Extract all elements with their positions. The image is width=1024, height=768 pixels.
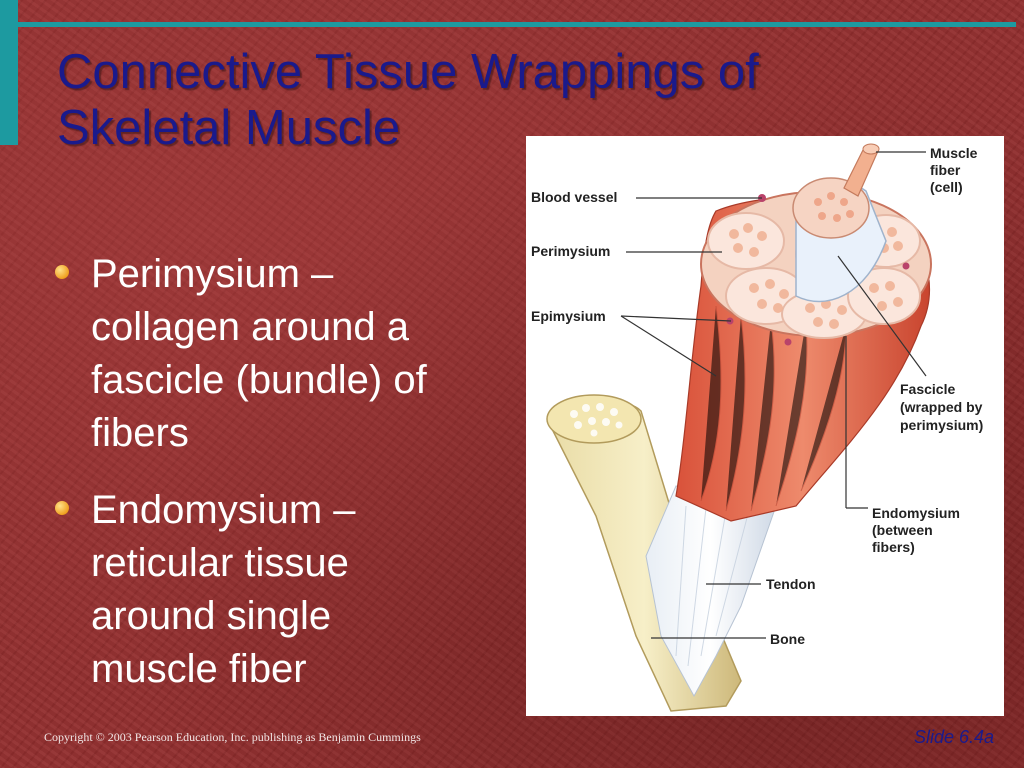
bullet-text: Endomysium – reticular tissue around sin… [91, 488, 356, 691]
label-endomysium-1: Endomysium [872, 505, 960, 521]
muscle-diagram: Muscle fiber (cell) Blood vessel Perimys… [531, 143, 983, 712]
bullet-text: Perimysium – collagen around a fascicle … [91, 252, 427, 455]
title-line-1: Connective Tissue Wrappings of [57, 45, 759, 99]
label-fascicle-2: (wrapped by [900, 399, 983, 415]
label-fascicle-1: Fascicle [900, 381, 955, 397]
slide-number: Slide 6.4a [913, 727, 994, 747]
label-blood-vessel: Blood vessel [531, 189, 617, 205]
accent-bar-left [0, 0, 18, 145]
label-muscle-fiber-1: Muscle [930, 145, 978, 161]
accent-bar-top [0, 22, 1016, 27]
label-endomysium-2: (between [872, 522, 933, 538]
copyright-text: Copyright © 2003 Pearson Education, Inc.… [44, 730, 421, 744]
bullet-dot-icon [55, 501, 69, 515]
bullet-dot-icon [55, 265, 69, 279]
label-muscle-fiber-2: fiber [930, 162, 961, 178]
bullet-list: Perimysium – collagen around a fascicle … [55, 248, 515, 720]
slide-title: Connective Tissue Wrappings of Skeletal … [57, 44, 937, 156]
label-muscle-fiber-3: (cell) [930, 179, 963, 195]
label-tendon: Tendon [766, 576, 816, 592]
label-endomysium-3: fibers) [872, 539, 915, 555]
label-epimysium: Epimysium [531, 308, 606, 324]
title-line-2: Skeletal Muscle [57, 101, 401, 155]
leader-lines [620, 151, 927, 639]
label-perimysium: Perimysium [531, 243, 610, 259]
muscle-anatomy-figure: Muscle fiber (cell) Blood vessel Perimys… [526, 136, 1004, 716]
bullet-item-endomysium: Endomysium – reticular tissue around sin… [55, 484, 515, 696]
bullet-item-perimysium: Perimysium – collagen around a fascicle … [55, 248, 515, 460]
label-fascicle-3: perimysium) [900, 417, 983, 433]
tendon-shape [645, 485, 777, 698]
label-bone: Bone [770, 631, 805, 647]
